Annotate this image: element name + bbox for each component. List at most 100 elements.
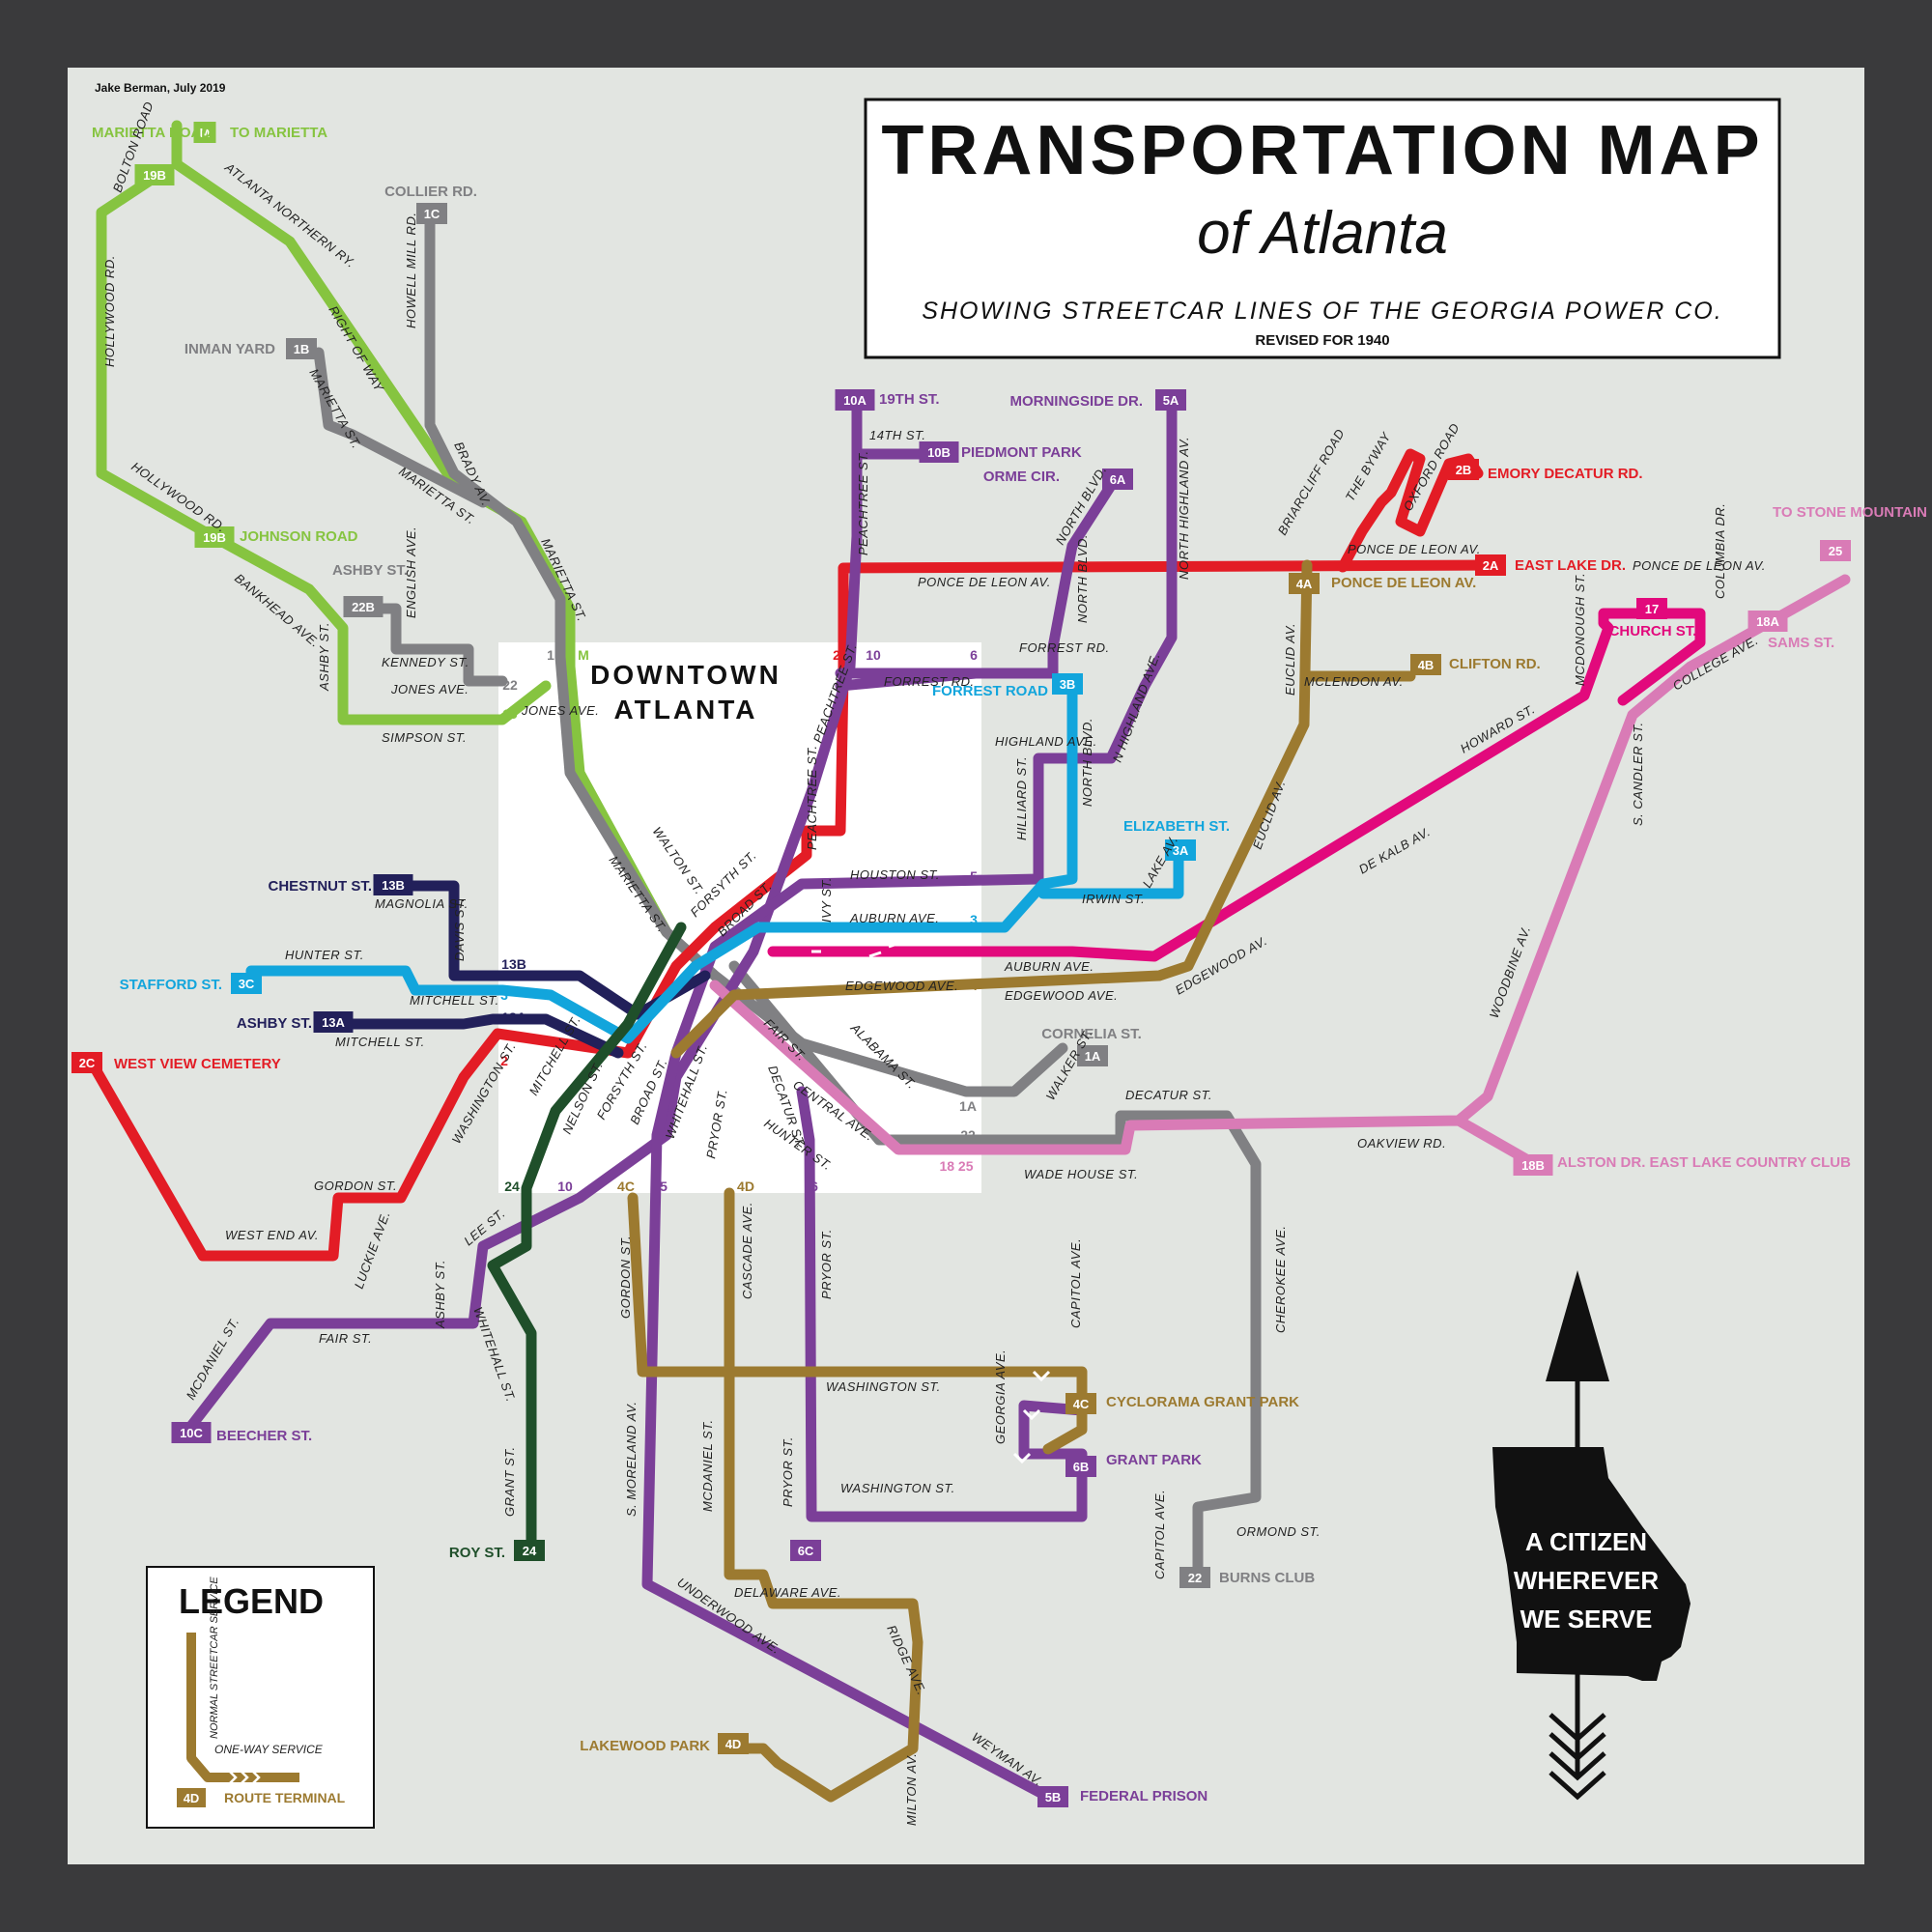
terminal-name: ORME CIR. — [983, 469, 1060, 485]
terminal-name: CORNELIA ST. — [1041, 1026, 1142, 1042]
route-24-line[interactable] — [487, 922, 687, 1556]
terminal-6c-29[interactable]: 6C — [790, 1540, 821, 1561]
terminal-badge-bg — [1636, 598, 1667, 619]
route-5-line[interactable] — [641, 390, 1178, 1803]
terminal-badge-bg — [1065, 1456, 1096, 1477]
terminal-name: WEST VIEW CEMETERY — [114, 1056, 281, 1072]
street-label: DELAWARE AVE. — [734, 1585, 841, 1600]
route-1-line[interactable] — [424, 212, 1068, 1097]
terminal-name: TO MARIETTA — [230, 125, 327, 141]
street-label: PRYOR ST. — [819, 1229, 834, 1299]
terminal-name: BEECHER ST. — [216, 1428, 312, 1444]
street-label: GRANT ST. — [502, 1446, 517, 1517]
downtown-route-number: 4 — [970, 978, 978, 993]
terminal-name: JOHNSON ROAD — [240, 528, 358, 545]
route-1b-line[interactable] — [313, 347, 489, 508]
one-way-markers — [626, 819, 1051, 1464]
terminal-badge-code: 1B — [294, 342, 310, 356]
street-label: WADE HOUSE ST. — [1024, 1167, 1138, 1181]
terminal-badge-code: 1C — [424, 207, 440, 221]
route-22-east-line[interactable] — [728, 960, 1262, 1580]
terminal-badge-code: 2C — [79, 1056, 96, 1070]
legend-normal-line — [186, 1633, 299, 1782]
street-label: MITCHELL ST. — [410, 993, 499, 1008]
terminal-name: EAST LAKE DR. — [1515, 557, 1626, 574]
route-13a-line[interactable] — [327, 1013, 624, 1059]
map-revised: REVISED FOR 1940 — [1255, 332, 1389, 349]
route-3-line[interactable] — [245, 680, 1184, 1044]
terminal-badge-code: 24 — [523, 1544, 537, 1558]
route-19-line[interactable] — [96, 173, 552, 725]
street-label: CHEROKEE AVE. — [1273, 1226, 1288, 1334]
terminal-badge-bg — [718, 1733, 749, 1754]
street-label: JONES AVE. — [521, 703, 599, 718]
terminal-badge-bg — [1077, 1045, 1108, 1066]
terminal-m-0[interactable]: M TO MARIETTA — [193, 122, 328, 143]
downtown-route-number: 18 25 — [939, 1158, 973, 1174]
map-subtitle: SHOWING STREETCAR LINES OF THE GEORGIA P… — [922, 298, 1722, 325]
route-22-line[interactable] — [352, 603, 508, 687]
route-4-line[interactable] — [627, 559, 1416, 1803]
terminal-badge-bg — [1102, 469, 1133, 490]
route-17-line[interactable] — [767, 608, 1706, 962]
terminal-name: BURNS CLUB — [1219, 1570, 1315, 1586]
terminal-22-30[interactable]: 22 BURNS CLUB — [1179, 1567, 1315, 1588]
route-18-25-line[interactable] — [709, 574, 1851, 1165]
terminal-badge-code: 4D — [725, 1737, 742, 1751]
terminal-badge-bg — [1037, 1786, 1068, 1807]
terminal-badge-code: 13A — [322, 1015, 345, 1030]
terminal-badge-bg — [194, 526, 235, 548]
terminal-2c-22[interactable]: 2C WEST VIEW CEMETERY — [71, 1052, 281, 1073]
street-label: NORTH BLVD. — [1075, 534, 1090, 623]
street-label: GORDON ST. — [618, 1236, 633, 1319]
terminal-badge-code: M — [200, 126, 211, 140]
legend-terminal-badge: 4D — [184, 1791, 200, 1805]
terminal-badge-code: 22 — [1188, 1571, 1202, 1585]
terminal-name: PONCE DE LEON AV. — [1331, 575, 1476, 591]
terminal-name: TO STONE MOUNTAIN — [1773, 504, 1927, 521]
downtown-route-number: 3 — [500, 987, 508, 1003]
street-label: MCDANIEL ST. — [700, 1419, 715, 1512]
terminal-badge-code: 19B — [143, 168, 166, 183]
street-label: WASHINGTON ST. — [826, 1379, 941, 1394]
downtown-route-number: 17 — [963, 944, 979, 959]
downtown-label-2: ATLANTA — [613, 695, 757, 724]
street-label: S. MORELAND AV. — [624, 1402, 639, 1517]
route-13b-line[interactable] — [395, 880, 711, 1020]
downtown-route-number: 5 — [970, 868, 978, 884]
street-label: ORMOND ST. — [1236, 1524, 1321, 1539]
street-label: PEACHTREE ST. — [805, 745, 819, 850]
terminal-name: STAFFORD ST. — [120, 977, 222, 993]
route-6-line[interactable] — [796, 472, 1122, 1522]
